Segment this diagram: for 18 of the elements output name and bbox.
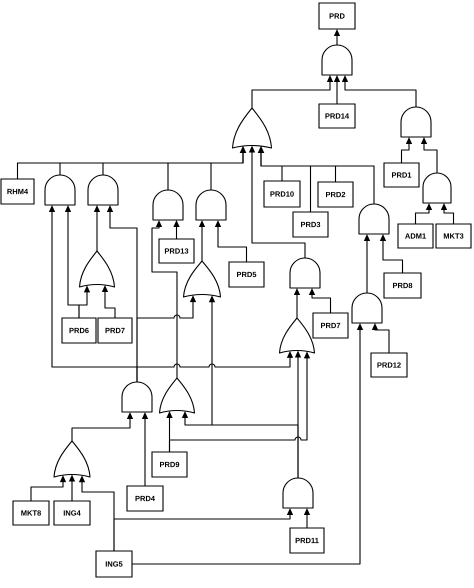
and-gate (87, 174, 119, 206)
or-gate (182, 260, 222, 298)
and-gate (152, 189, 184, 221)
and-gate (321, 44, 353, 76)
and-gate (121, 381, 153, 413)
or-gate (278, 317, 316, 354)
or-gate (53, 440, 91, 478)
or-gate (78, 250, 116, 288)
and-gate (351, 292, 383, 324)
and-gate (422, 172, 452, 204)
and-gate (358, 203, 390, 235)
and-gate (289, 257, 321, 289)
and-gate (282, 477, 314, 509)
or-gate (232, 107, 272, 149)
and-gate (195, 189, 227, 221)
and-gate (44, 174, 76, 206)
and-gate (400, 106, 432, 138)
or-gate (158, 377, 196, 414)
